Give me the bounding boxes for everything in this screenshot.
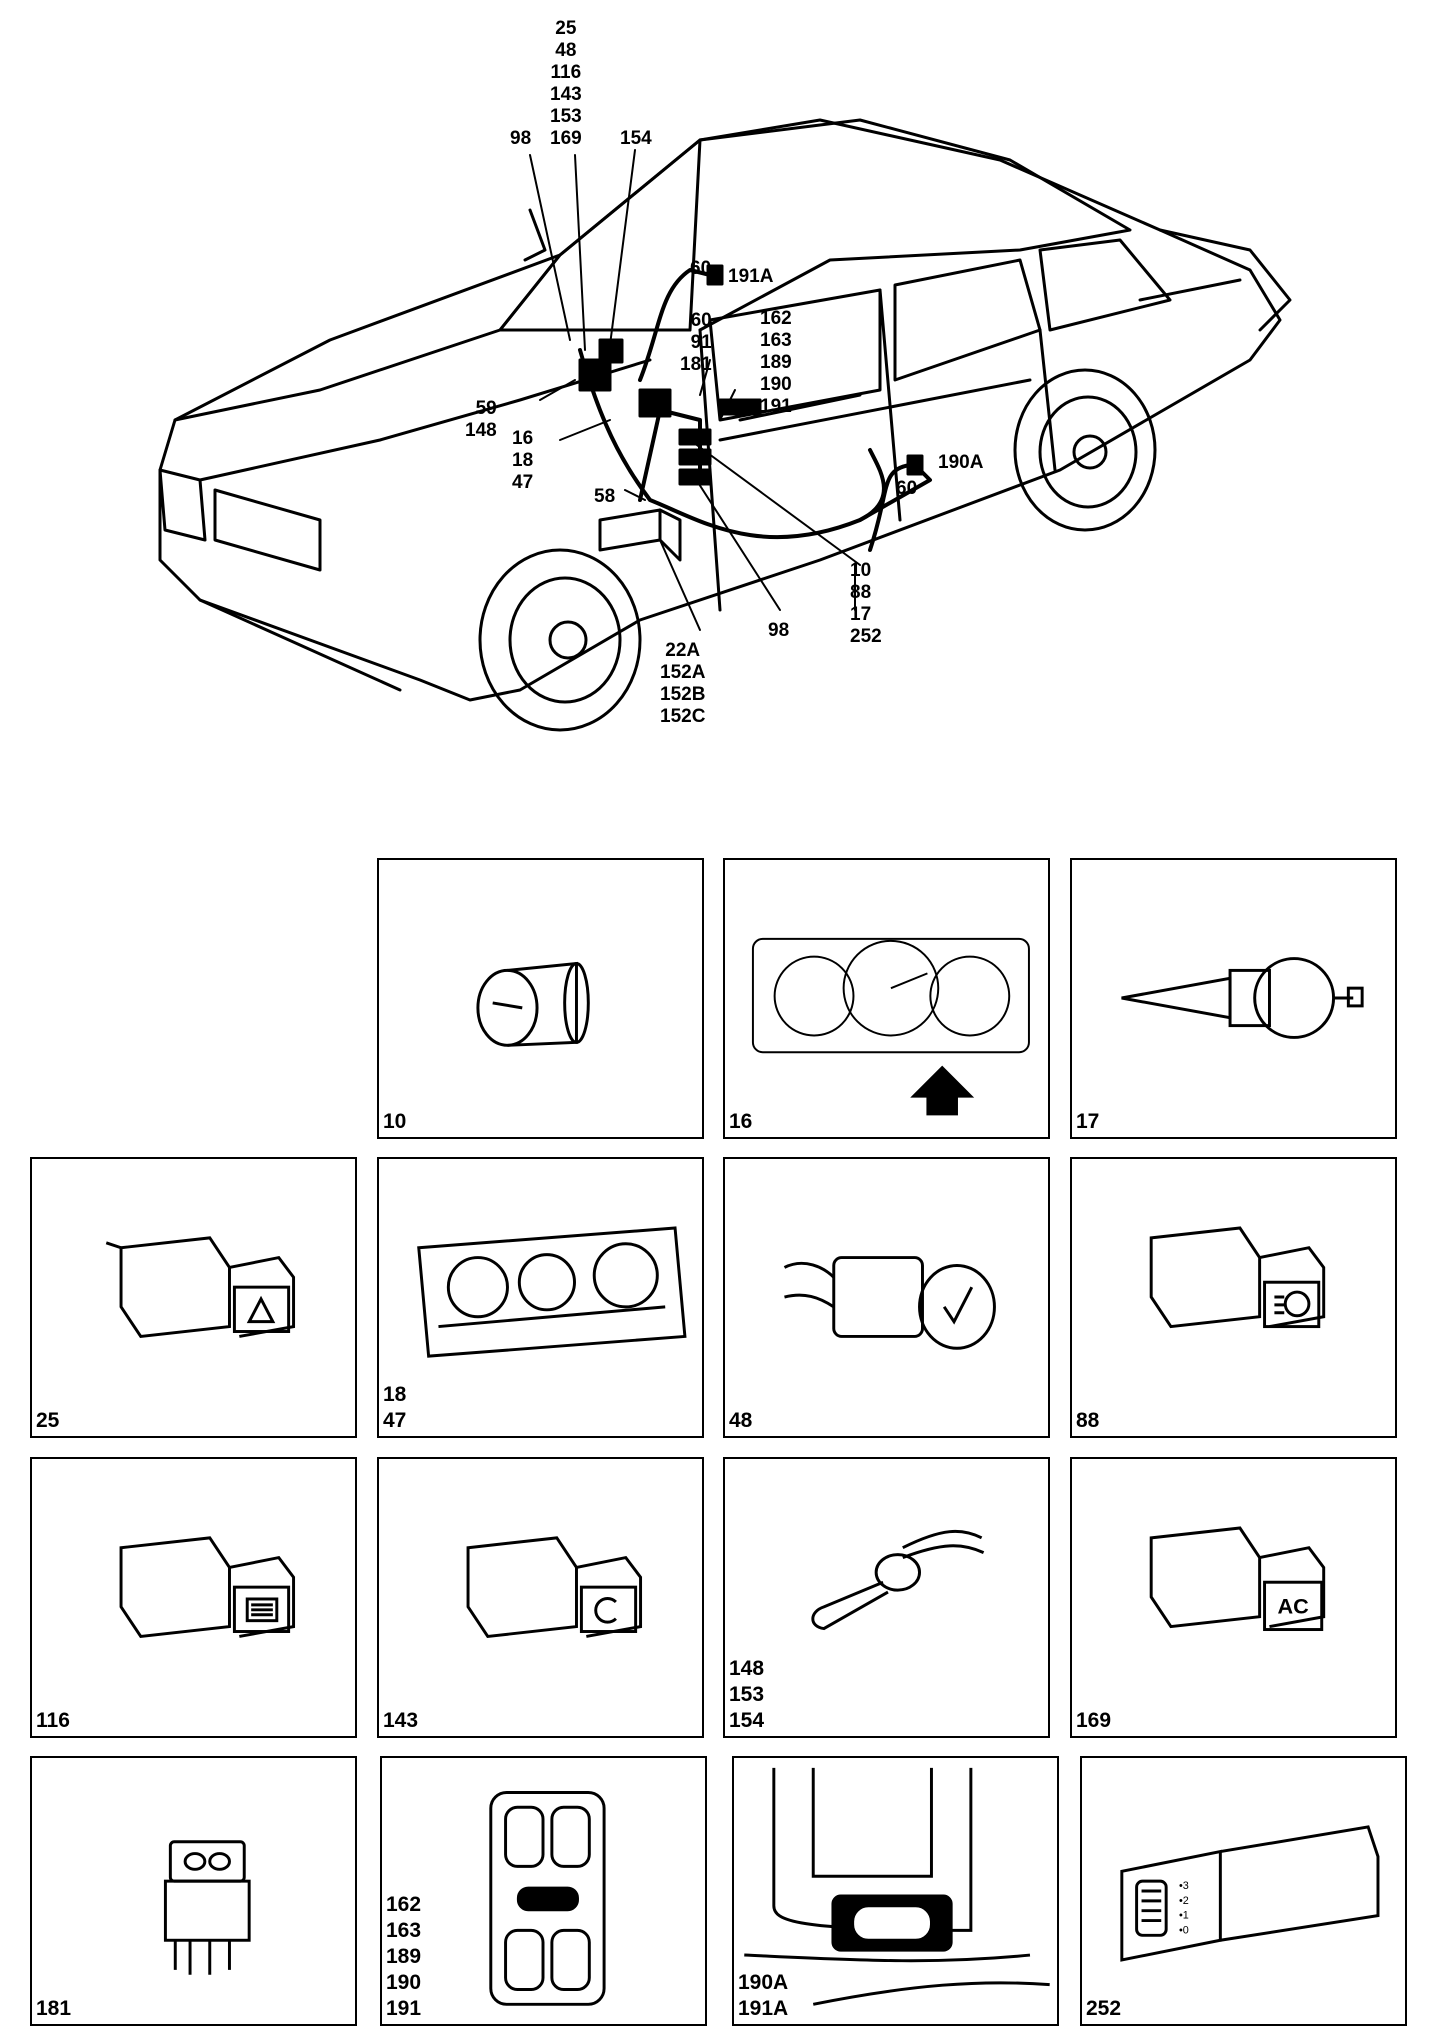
- seat-heater-switch-drawing: •3 •2 •1 •0: [1120, 1825, 1380, 1962]
- cigarette-lighter-drawing: [783, 1256, 996, 1350]
- panel-17: 17: [1070, 858, 1397, 1139]
- panel-label-252: 252: [1086, 1997, 1122, 2020]
- ac-switch-drawing: AC: [1149, 1526, 1326, 1632]
- panel-10: 10: [377, 858, 704, 1139]
- panel-162-191: 162 163 189 190 191: [380, 1756, 707, 2026]
- callout-mid-stack: 60 91 181: [680, 310, 712, 375]
- seat-heater-level-3: •3: [1179, 1880, 1189, 1892]
- panel-181: 181: [30, 1756, 357, 2026]
- panel-148-153-154: 148 153 154: [723, 1457, 1050, 1738]
- callout-190A: 190A: [938, 452, 984, 473]
- callout-60-top: 60: [690, 258, 712, 279]
- window-switch-panel-drawing: [489, 1791, 606, 2006]
- seat-heater-level-2: •2: [1179, 1895, 1189, 1907]
- panel-48: 48: [723, 1157, 1050, 1438]
- panel-label-190A-191A: 190A 191A: [738, 1971, 789, 2020]
- car-overview-diagram: 25 48 116 143 153 169 98 154 60 191A 60 …: [0, 0, 1440, 760]
- car-line-drawing: [158, 118, 1292, 732]
- callout-60-right: 60: [896, 478, 918, 499]
- instrument-cluster-front-drawing: [751, 937, 1030, 1116]
- rear-window-switch-drawing: [744, 1767, 1050, 2006]
- panel-label-143: 143: [383, 1709, 419, 1732]
- panel-label-148-153-154: 148 153 154: [729, 1657, 765, 1732]
- callout-191A: 191A: [728, 266, 774, 287]
- bulb-holder-drawing: [811, 1529, 985, 1631]
- panel-190A-191A: 190A 191A: [732, 1756, 1059, 2026]
- panel-252: •3 •2 •1 •0 252: [1080, 1756, 1407, 2026]
- panel-label-10: 10: [383, 1110, 407, 1133]
- panel-label-169: 169: [1076, 1709, 1112, 1732]
- panel-143: 143: [377, 1457, 704, 1738]
- callout-98-bottom: 98: [768, 620, 790, 641]
- panel-88: 88: [1070, 1157, 1397, 1438]
- panel-label-17: 17: [1076, 1110, 1100, 1133]
- callout-top-stack: 25 48 116 143 153 169: [550, 18, 582, 149]
- instrument-cluster-rear-drawing: [417, 1226, 687, 1358]
- callout-59-148: 59 148: [465, 398, 497, 441]
- panel-label-181: 181: [36, 1997, 72, 2020]
- rear-defroster-switch-drawing: [119, 1536, 296, 1639]
- callout-16-18-47: 16 18 47: [512, 428, 534, 493]
- panel-18-47: 18 47: [377, 1157, 704, 1438]
- temperature-sensor-drawing: [1121, 957, 1364, 1039]
- callout-98-top: 98: [510, 128, 532, 149]
- panel-16: 16: [723, 858, 1050, 1139]
- panel-116: 116: [30, 1457, 357, 1738]
- callout-10-88-17-252: 10 88 17 252: [850, 560, 882, 647]
- callout-22A-stack: 22A 152A 152B 152C: [660, 640, 706, 727]
- fog-light-switch-drawing: [1149, 1226, 1326, 1329]
- interior-light-switch-drawing: [163, 1840, 251, 1975]
- panel-label-16: 16: [729, 1110, 753, 1133]
- hazard-switch-drawing: [105, 1236, 296, 1339]
- seat-heater-level-1: •1: [1179, 1910, 1189, 1922]
- panel-25: 25: [30, 1157, 357, 1438]
- panel-label-48: 48: [729, 1409, 753, 1432]
- callout-58: 58: [594, 486, 616, 507]
- callout-door-stack: 162 163 189 190 191: [760, 308, 792, 417]
- seat-heater-level-0: •0: [1179, 1924, 1189, 1936]
- ignition-lock-drawing: [476, 961, 590, 1047]
- panel-label-88: 88: [1076, 1409, 1100, 1432]
- panel-label-25: 25: [36, 1409, 60, 1432]
- panel-label-116: 116: [36, 1709, 70, 1732]
- callout-154: 154: [620, 128, 652, 149]
- panel-169: AC 169: [1070, 1457, 1397, 1738]
- recirculation-switch-drawing: [466, 1536, 643, 1639]
- panel-label-162-191: 162 163 189 190 191: [386, 1893, 422, 2020]
- ac-switch-glyph: AC: [1277, 1594, 1309, 1619]
- panel-label-18-47: 18 47: [383, 1383, 407, 1432]
